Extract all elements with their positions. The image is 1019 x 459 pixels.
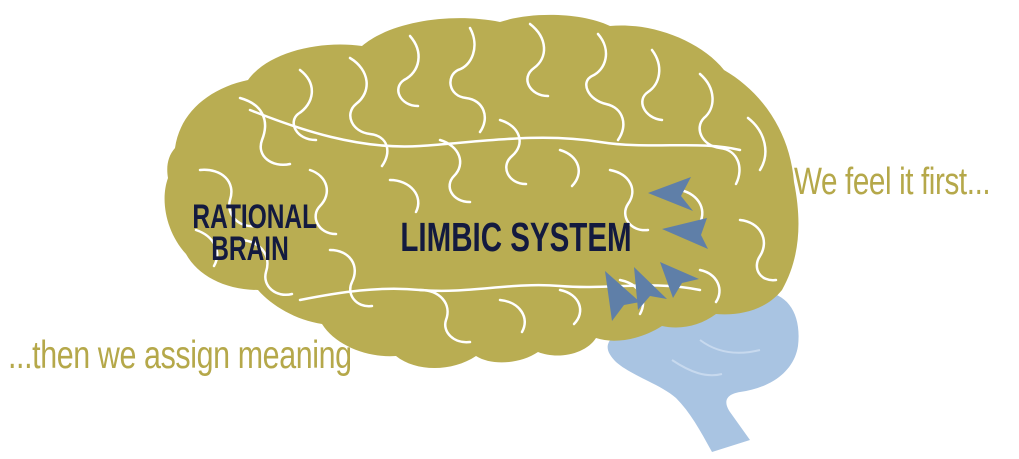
rational-brain-label: RATIONALBRAIN [192,201,307,266]
feel-first-caption: We feel it first... [794,161,990,204]
rational-label-line-2: BRAIN [192,233,307,265]
cerebrum [165,15,799,368]
limbic-system-label: LIMBIC SYSTEM [386,218,645,257]
assign-meaning-caption: ...then we assign meaning [8,334,352,378]
rational-label-line-1: RATIONAL [192,201,307,233]
